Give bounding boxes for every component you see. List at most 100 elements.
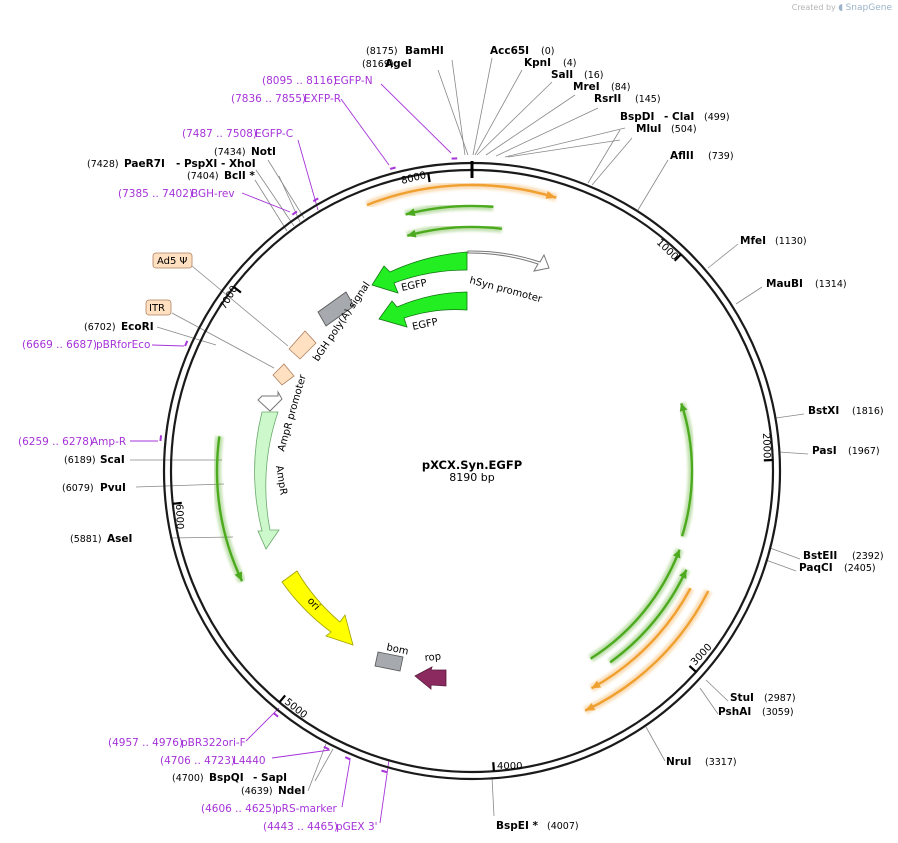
orf-arc-left[interactable] — [213, 435, 246, 583]
svg-text:BspEI *: BspEI * — [496, 820, 539, 832]
enzyme-kpni[interactable]: KpnI(4) — [524, 57, 576, 69]
primer-exfp-r[interactable]: (7836 .. 7855)EXFP-R — [231, 93, 341, 105]
svg-text:KpnI: KpnI — [524, 57, 551, 69]
tick-8000 — [427, 173, 431, 183]
primer-bgh-rev[interactable]: (7385 .. 7402)BGH-rev — [118, 188, 235, 200]
enzyme-stui[interactable]: StuI(2987) — [730, 692, 796, 704]
svg-text:L4440: L4440 — [233, 755, 266, 767]
primer-pbr322ori-f[interactable]: (4957 .. 4976)pBR322ori-F — [108, 737, 246, 749]
enzyme-asei[interactable]: (5881)AseI — [70, 533, 132, 545]
credit-brand: SnapGene — [845, 3, 892, 13]
primer-mark-exfp-r — [389, 166, 396, 170]
feature-rop[interactable] — [414, 666, 447, 690]
orf-arc-outer-top[interactable] — [365, 181, 558, 209]
svg-text:BamHI: BamHI — [405, 45, 444, 57]
feature-ori[interactable] — [281, 570, 354, 646]
badge-itr: ITR — [145, 299, 172, 316]
feature-ampr[interactable] — [254, 411, 280, 550]
enzyme-maubi[interactable]: MauBI(1314) — [766, 278, 847, 290]
label-rop: rop — [424, 651, 441, 664]
primer-mark-egfp-c — [312, 197, 319, 203]
orf-arc-right[interactable] — [677, 402, 696, 538]
plasmid-name: pXCX.Syn.EGFP — [422, 458, 522, 472]
svg-text:(4700): (4700) — [172, 773, 204, 784]
svg-text:(1314): (1314) — [815, 279, 847, 290]
enzyme-paer7i-pspxi-xhoi[interactable]: (7428)PaeR7I- PspXI - XhoI — [87, 158, 256, 170]
orf-arc-lower-right-3[interactable] — [583, 589, 712, 715]
orf-arc-lower-right-4[interactable] — [589, 586, 695, 692]
enzyme-paqci[interactable]: PaqCI(2405) — [799, 562, 876, 574]
label-egfp-2: EGFP — [411, 317, 439, 333]
svg-text:PaeR7I: PaeR7I — [124, 158, 165, 170]
primer-egfp-n[interactable]: (8095 .. 8116)EGFP-N — [262, 75, 373, 87]
primer-l4440[interactable]: (4706 .. 4723)L4440 — [160, 755, 266, 767]
feature-bom[interactable] — [374, 651, 404, 672]
enzyme-bspdi-clai[interactable]: BspDI- ClaI(499) — [620, 111, 730, 123]
enzyme-bspqi-sapi[interactable]: (4700)BspQI- SapI — [172, 772, 287, 784]
orf-arc-mid-top[interactable] — [404, 202, 494, 219]
feature-ampr-promoter[interactable] — [257, 390, 283, 412]
svg-text:(6702): (6702) — [84, 322, 116, 333]
svg-text:(7385 .. 7402): (7385 .. 7402) — [118, 188, 193, 200]
feature-ad5-psi[interactable] — [288, 330, 317, 360]
enzyme-sali[interactable]: SalI(16) — [551, 69, 604, 81]
enzyme-pasi[interactable]: PasI(1967) — [812, 445, 880, 457]
svg-text:(504): (504) — [671, 124, 697, 135]
svg-text:PshAI: PshAI — [718, 706, 751, 718]
svg-text:MluI: MluI — [636, 123, 661, 135]
enzyme-mlui[interactable]: MluI (504) — [636, 123, 697, 135]
svg-text:BGH-rev: BGH-rev — [191, 188, 235, 200]
enzyme-acc65i[interactable]: Acc65I(0) — [490, 45, 554, 57]
tick-3000 — [688, 665, 697, 673]
svg-text:- ClaI: - ClaI — [664, 111, 694, 123]
feature-hsyn-promoter[interactable] — [467, 250, 550, 272]
svg-text:(6189): (6189) — [64, 455, 96, 466]
svg-text:NotI: NotI — [251, 146, 276, 158]
enzyme-bcli[interactable]: (7404)BclI * — [187, 170, 255, 182]
primer-egfp-c[interactable]: (7487 .. 7508)EGFP-C — [182, 128, 293, 140]
enzyme-ndei[interactable]: (4639)NdeI — [241, 785, 305, 797]
feature-bgh-polya[interactable] — [317, 291, 355, 327]
enzyme-noti[interactable]: (7434)NotI — [214, 146, 276, 158]
svg-text:(145): (145) — [635, 94, 661, 105]
enzyme-mfei[interactable]: MfeI(1130) — [740, 235, 807, 247]
primer-mark-prs-marker — [344, 756, 351, 761]
enzyme-mrei[interactable]: MreI(84) — [573, 81, 631, 93]
enzyme-pvui[interactable]: (6079)PvuI — [62, 482, 126, 494]
feature-egfp-1[interactable] — [371, 251, 468, 294]
orf-arc-lower-right-1[interactable] — [607, 568, 690, 666]
feature-itr[interactable] — [272, 363, 295, 386]
enzyme-scai[interactable]: (6189)ScaI — [64, 454, 125, 466]
svg-text:BspQI: BspQI — [209, 772, 244, 784]
label-itr: ITR — [149, 303, 165, 314]
enzyme-bsteii[interactable]: BstEII(2392) — [803, 550, 884, 562]
enzyme-bspei[interactable]: BspEI * (4007) — [496, 820, 579, 832]
primer-prs-marker[interactable]: (4606 .. 4625)pRS-marker — [201, 803, 338, 815]
enzyme-aflii[interactable]: AflII(739) — [670, 150, 734, 162]
primer-mark-l4440 — [323, 745, 330, 751]
svg-text:EGFP-N: EGFP-N — [334, 75, 373, 87]
enzyme-pshai[interactable]: PshAI(3059) — [718, 706, 794, 718]
enzyme-ecori[interactable]: (6702)EcoRI — [84, 321, 154, 333]
svg-text:(7404): (7404) — [187, 171, 219, 182]
svg-text:(499): (499) — [704, 112, 730, 123]
feature-egfp-2[interactable] — [378, 291, 468, 328]
primer-labels: (8095 .. 8116)EGFP-N (7836 .. 7855)EXFP-… — [18, 75, 378, 833]
enzyme-bstxi[interactable]: BstXI(1816) — [808, 405, 884, 417]
enzyme-nrui[interactable]: NruI(3317) — [666, 756, 737, 768]
svg-text:(7487 .. 7508): (7487 .. 7508) — [182, 128, 257, 140]
primer-pbrforeco[interactable]: (6669 .. 6687)pBRforEco — [22, 339, 150, 351]
orf-arc-lower-right-2[interactable] — [588, 548, 684, 663]
svg-text:(4007): (4007) — [547, 821, 579, 832]
primer-pgex-3[interactable]: (4443 .. 4465)pGEX 3' — [263, 821, 378, 833]
badge-ad5-psi: Ad5 Ψ — [152, 252, 193, 269]
tick-6000 — [172, 501, 182, 505]
enzyme-agei[interactable]: (8169)AgeI — [362, 58, 412, 70]
svg-text:MfeI: MfeI — [740, 235, 766, 247]
svg-text:(3317): (3317) — [705, 757, 737, 768]
primer-amp-r[interactable]: (6259 .. 6278)Amp-R — [18, 436, 126, 448]
orf-arc-inner-top[interactable] — [406, 223, 503, 240]
enzyme-bamhi[interactable]: (8175)BamHI — [366, 45, 444, 57]
svg-text:AflII: AflII — [670, 150, 694, 162]
enzyme-rsrii[interactable]: RsrII(145) — [594, 93, 661, 105]
